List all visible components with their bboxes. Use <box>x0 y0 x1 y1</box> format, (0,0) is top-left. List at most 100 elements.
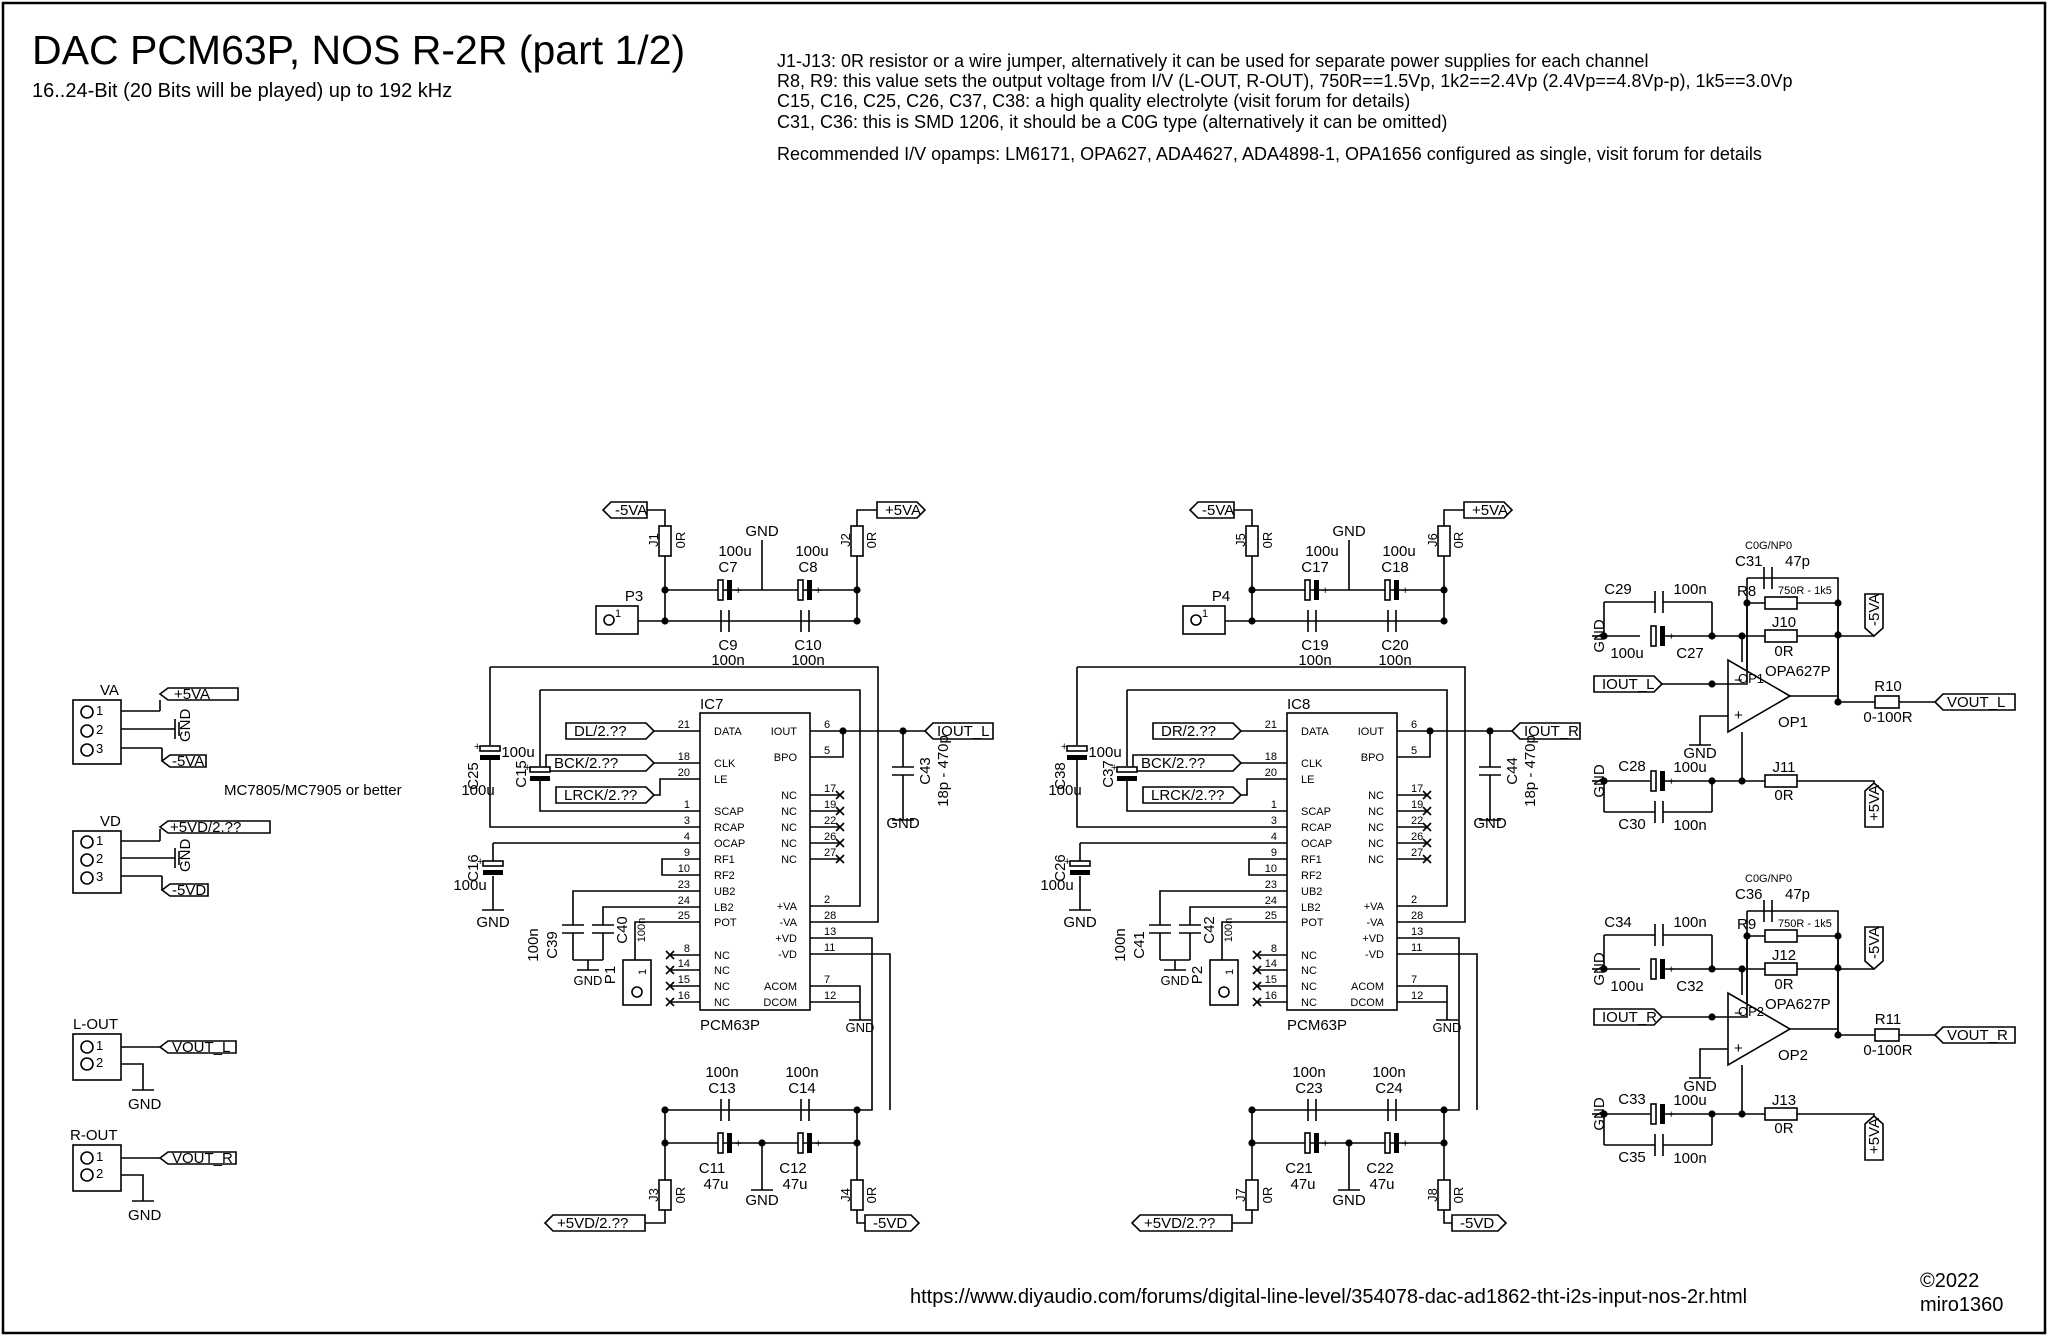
cap-e2 <box>797 579 804 601</box>
opamp-minus: OP1 <box>1738 671 1764 686</box>
pin-name: DATA <box>1301 726 1329 738</box>
lout-connector: L-OUT 1 2 VOUT_L GND <box>72 1016 237 1113</box>
pin-num: 2 <box>1411 894 1417 906</box>
input-lrck <box>555 786 656 804</box>
cap-d2 <box>1387 1099 1397 1121</box>
svg-text:1: 1 <box>96 703 103 718</box>
jumper-a-val: 0R <box>1260 532 1275 549</box>
label: 100u <box>795 543 828 560</box>
pin-num: 9 <box>684 847 690 859</box>
svg-text:VOUT_R: VOUT_R <box>172 1150 233 1167</box>
pin-name: BPO <box>774 752 798 764</box>
pin-name: RCAP <box>1301 822 1332 834</box>
gnd-label: GND <box>476 914 510 931</box>
pin-num: 6 <box>1411 719 1417 731</box>
pin-num: 5 <box>1411 745 1417 757</box>
vd-pos-flag-text: +5VD/2.?? <box>1144 1215 1215 1232</box>
output-flag <box>1933 1026 2016 1044</box>
vd-neg-flag-text: -5VD <box>1460 1215 1494 1232</box>
label: C43 <box>917 757 934 785</box>
label: 100n <box>785 1064 818 1081</box>
pin-num: 21 <box>678 719 690 731</box>
test-point-top-ref: P3 <box>625 588 643 605</box>
svg-text:2: 2 <box>96 1166 103 1181</box>
pin-num: 27 <box>1411 847 1423 859</box>
jumper-d-ref: J8 <box>1425 1188 1440 1202</box>
opamp-minus: OP2 <box>1738 1004 1764 1019</box>
label: C32 <box>1676 978 1704 995</box>
feedback-resistor-ref: R8 <box>1737 583 1756 600</box>
pin-num: 1 <box>1271 799 1277 811</box>
junction-dot <box>1708 965 1716 973</box>
pin-num: 24 <box>678 895 690 907</box>
label: C20 <box>1381 637 1409 654</box>
opamp-ref: OP1 <box>1778 714 1808 731</box>
junction-dot <box>853 1106 861 1114</box>
cap-e1-plate <box>1314 580 1319 600</box>
junction-dot <box>853 586 861 594</box>
gnd-label: GND <box>745 523 779 540</box>
label: 100u <box>453 877 486 894</box>
jumper-d-val: 0R <box>864 1187 879 1204</box>
pin-name: LE <box>1301 774 1314 786</box>
pin-num: 20 <box>678 767 690 779</box>
label: C17 <box>1301 559 1329 576</box>
pin-name: UB2 <box>1301 886 1322 898</box>
junction-dot <box>1708 1013 1716 1021</box>
pin-name: LB2 <box>714 902 734 914</box>
plus-sign: + <box>1734 707 1743 724</box>
label: 100u <box>1040 877 1073 894</box>
pin-name: NC <box>1368 854 1384 866</box>
label: C38 <box>1052 762 1069 790</box>
pin-name: -VA <box>1366 917 1384 929</box>
label: 0-100R <box>1863 1042 1912 1059</box>
pin-name: NC <box>714 997 730 1009</box>
ic-body <box>1286 712 1398 1011</box>
decoupling-c-top <box>1654 591 1664 613</box>
pin-name: NC <box>1368 838 1384 850</box>
jumper-c-val: 0R <box>1260 1187 1275 1204</box>
pin-name: CLK <box>1301 758 1323 770</box>
sheet-subtitle: 16..24-Bit (20 Bits will be played) up t… <box>32 80 452 102</box>
input-lrck <box>1142 786 1243 804</box>
label: C22 <box>1366 1160 1394 1177</box>
pin-name: NC <box>1301 965 1317 977</box>
pin-num: 14 <box>678 958 690 970</box>
pin-num: 16 <box>1265 990 1277 1002</box>
test-point-bottom-ref: P1 <box>602 966 619 984</box>
cap-de1 <box>717 1132 724 1154</box>
label: 0R <box>1774 787 1793 804</box>
label: 100n <box>525 928 542 961</box>
label: 0R <box>1774 1120 1793 1137</box>
label: 47u <box>1290 1176 1315 1193</box>
gnd-label: GND <box>1683 745 1717 762</box>
pin-name: RF2 <box>1301 870 1322 882</box>
cap-e1 <box>1304 579 1311 601</box>
jumper-a-ref: J5 <box>1233 533 1248 547</box>
junction-dot <box>853 1139 861 1147</box>
test-point-top <box>1182 605 1226 635</box>
gnd-label: GND <box>1683 1078 1717 1095</box>
svg-text:3: 3 <box>96 741 103 756</box>
cap-d1 <box>720 1099 730 1121</box>
label: C26 <box>1052 854 1069 882</box>
jumper-a-ref: J1 <box>646 533 661 547</box>
label: 100u <box>1673 1092 1706 1109</box>
input-data-text: DR/2.?? <box>1161 723 1216 740</box>
pos-rail-flag <box>876 501 927 519</box>
neg-rail-flag <box>1864 593 1884 638</box>
polarity: + <box>1668 776 1674 788</box>
pin-name: OCAP <box>714 838 745 850</box>
junction-dot <box>1708 680 1716 688</box>
cap-side1-plate <box>480 755 500 760</box>
cap-side1-plate <box>1067 755 1087 760</box>
junction-dot <box>758 1139 766 1147</box>
junction-dot <box>661 1139 669 1147</box>
copyright: ©2022 <box>1920 1270 1979 1292</box>
cap-out <box>1479 766 1501 776</box>
label: 100n <box>636 918 648 942</box>
junction-dot <box>1440 1106 1448 1114</box>
label: J12 <box>1772 947 1796 964</box>
feedback-cap-val: 47p <box>1785 553 1810 570</box>
pin-name: NC <box>1301 981 1317 993</box>
